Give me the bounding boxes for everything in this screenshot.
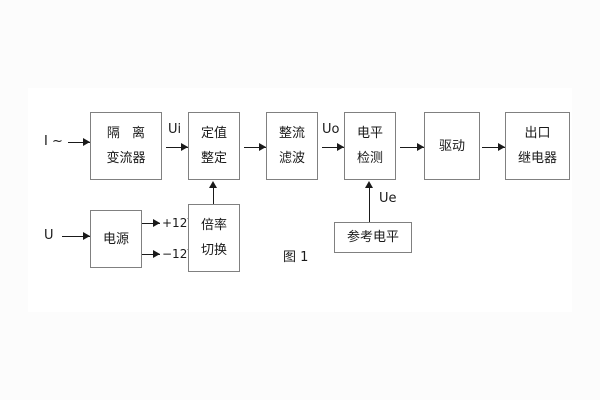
arrow-supply-rail-positive — [142, 219, 160, 228]
block-line: 变流器 — [106, 151, 146, 166]
supply-rail-label-negative: −12V — [162, 247, 196, 261]
input-label-current: I ~ — [44, 134, 63, 149]
arrow-current-to-isolation — [68, 138, 90, 147]
block-line: 倍率 — [200, 218, 227, 233]
block-reference-level[interactable]: 参考电平 — [334, 222, 412, 253]
block-output-relay[interactable]: 出口 继电器 — [505, 112, 570, 180]
arrow-supply-rail-negative — [142, 250, 160, 259]
block-line: 驱动 — [438, 138, 465, 154]
figure-caption: 图 1 — [283, 250, 309, 265]
block-line: 切换 — [200, 243, 227, 258]
block-line: 滤波 — [278, 151, 305, 166]
block-multiplier-switch[interactable]: 倍率 切换 — [188, 204, 240, 272]
block-level-detect[interactable]: 电平 检测 — [344, 112, 396, 180]
block-line: 参考电平 — [346, 230, 399, 245]
input-label-voltage: U — [44, 228, 54, 243]
block-line: 检测 — [356, 151, 383, 166]
block-setpoint-adjust[interactable]: 定值 整定 — [188, 112, 240, 180]
arrow-isolation-to-setpoint — [166, 143, 188, 152]
block-line: 隔 离 — [106, 126, 150, 141]
signal-label-uo: Uo — [322, 122, 340, 137]
arrow-driver-to-output-relay — [482, 143, 505, 152]
signal-label-ui: Ui — [168, 122, 182, 137]
arrow-reference-to-level-detect — [365, 181, 374, 222]
arrow-level-detect-to-driver — [400, 143, 424, 152]
block-line: 整定 — [200, 151, 227, 166]
supply-rail-label-positive: +12V — [162, 216, 196, 230]
block-rectify-filter[interactable]: 整流 滤波 — [266, 112, 318, 180]
block-line: 定值 — [200, 126, 227, 141]
arrow-rectify-to-level-detect — [322, 143, 344, 152]
block-line: 继电器 — [517, 151, 557, 166]
block-isolation-transformer[interactable]: 隔 离 变流器 — [90, 112, 162, 180]
block-power-supply[interactable]: 电源 — [90, 210, 142, 268]
arrow-voltage-to-power-supply — [62, 232, 90, 241]
block-line: 电平 — [356, 126, 383, 141]
block-line: 出口 — [524, 126, 551, 141]
signal-label-ue: Ue — [379, 191, 397, 206]
arrow-setpoint-to-rectify — [244, 143, 266, 152]
block-line: 整流 — [278, 126, 305, 141]
arrow-multiplier-to-setpoint — [209, 181, 218, 204]
block-line: 电源 — [102, 231, 129, 247]
block-driver[interactable]: 驱动 — [424, 112, 480, 180]
